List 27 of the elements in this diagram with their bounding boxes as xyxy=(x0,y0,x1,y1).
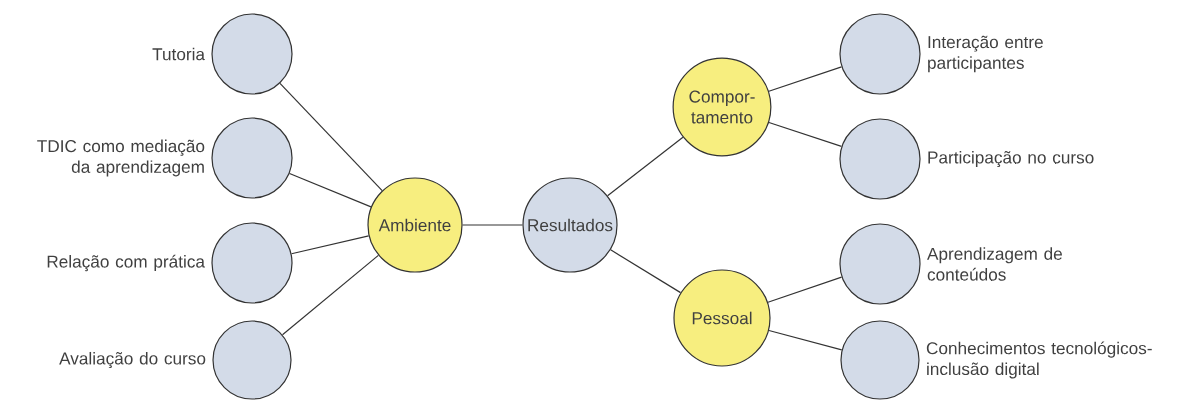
circle xyxy=(211,222,293,304)
node-label: Conhecimentos tecnológicos- inclusão digital xyxy=(926,341,1152,379)
circle xyxy=(840,320,920,400)
node-label: Tutoria xyxy=(152,47,205,61)
connector-line xyxy=(768,121,843,147)
connector-line xyxy=(462,224,523,226)
connector-line xyxy=(279,82,383,192)
circle xyxy=(211,117,293,199)
node-label: TDIC como mediação da aprendizagem xyxy=(37,139,205,177)
connector-line xyxy=(767,276,843,303)
connector-line xyxy=(610,249,682,294)
circle xyxy=(839,223,921,305)
connector-line xyxy=(768,329,843,351)
node-label: Participação no curso xyxy=(928,150,1094,168)
circle xyxy=(839,13,921,95)
node-label: Interação entre participantes xyxy=(928,35,1043,73)
connector-line xyxy=(290,235,370,255)
connector-line xyxy=(768,66,843,92)
connector-line xyxy=(607,136,684,197)
circle xyxy=(839,118,921,200)
node-label: Avaliação do curso xyxy=(59,351,206,369)
circle xyxy=(212,320,292,400)
connector-line xyxy=(288,172,372,208)
node-label: Aprendizagem de conteúdos xyxy=(927,247,1062,281)
connector-line xyxy=(281,254,379,336)
circle xyxy=(211,13,293,95)
node-label: Relação com prática xyxy=(47,254,205,272)
